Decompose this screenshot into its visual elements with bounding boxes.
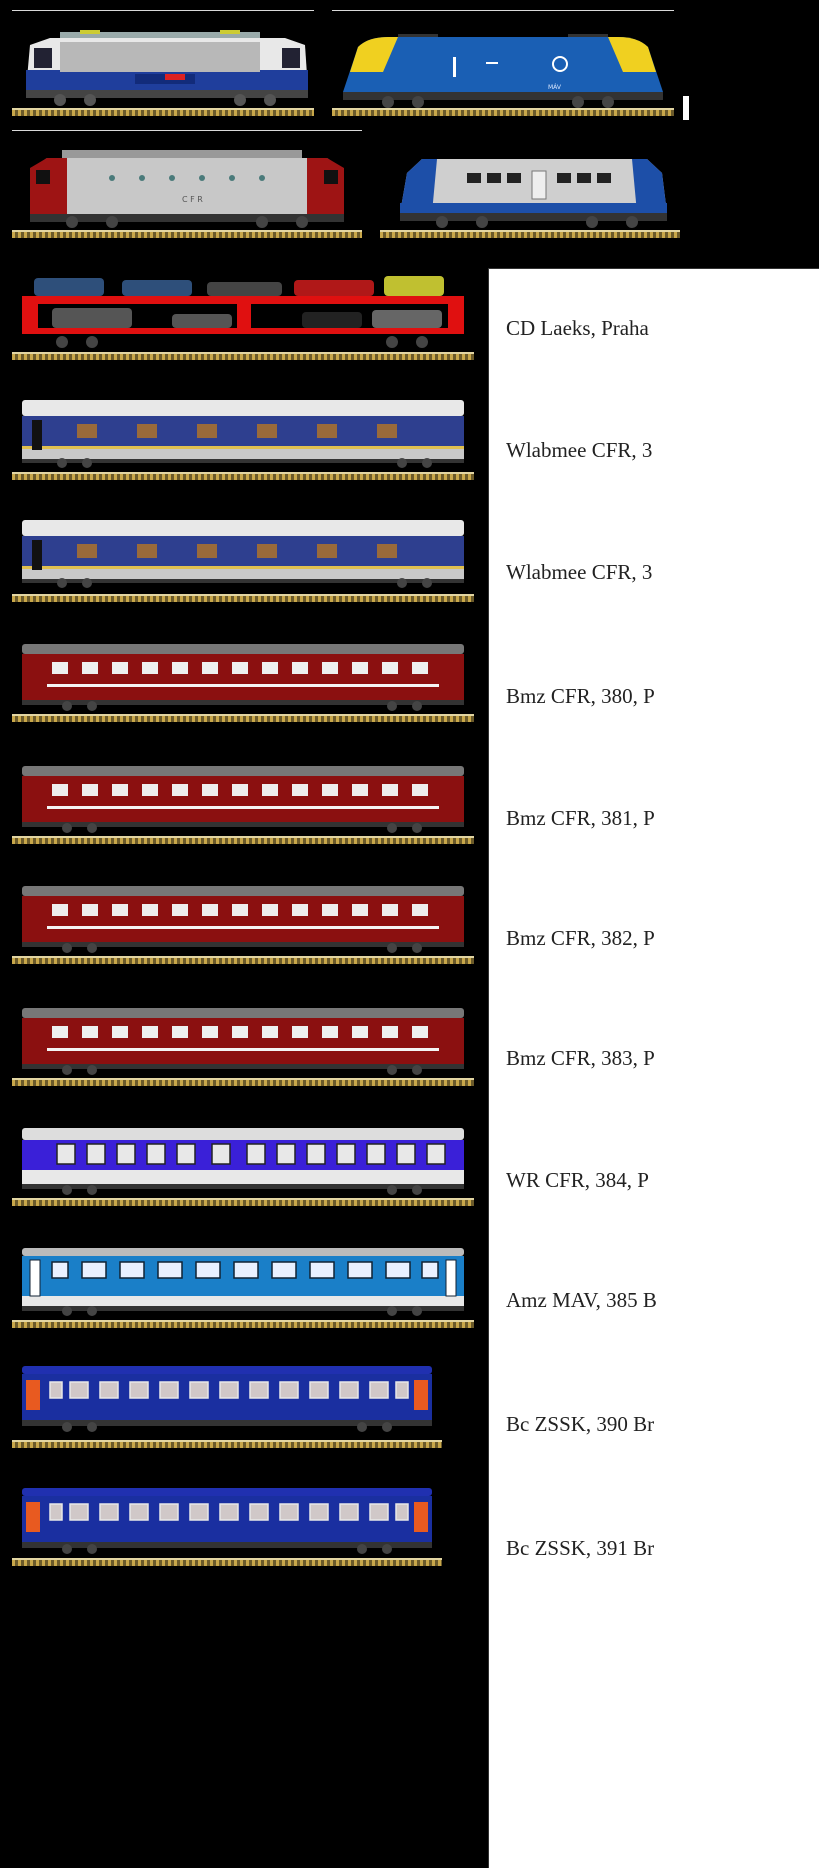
row-label-wlabmee-1: Wlabmee CFR, 3 [506,438,653,462]
row-label-bc-390: Bc ZSSK, 390 Br [506,1412,655,1436]
rail-14 [12,1440,442,1448]
top-line-right [332,10,674,11]
rail-3 [12,230,362,238]
loco-blue-taurus [343,34,663,108]
loco-diesel [400,159,667,228]
bmz-car-383 [22,1008,464,1075]
loco-cfr-red-grey: C F R [30,150,344,228]
rail-15 [12,1558,442,1566]
wlabmee-car-1 [22,400,464,468]
mav-logo: MÁV [548,84,562,91]
side-mark [683,96,689,120]
rail-5 [12,352,474,360]
rail-2 [332,108,674,116]
wr-car-384 [22,1128,464,1195]
rail-9 [12,836,474,844]
mid-line [12,130,362,131]
bmz-car-381 [22,766,464,833]
row-label-wr-384: WR CFR, 384, P [506,1168,649,1192]
bc-zssk-car-391 [22,1488,432,1554]
row-label-wlabmee-2: Wlabmee CFR, 3 [506,560,653,584]
row-label-bmz-382: Bmz CFR, 382, P [506,926,655,950]
rail-10 [12,956,474,964]
row-label-cd-laeks: CD Laeks, Praha [506,316,649,340]
wlabmee-car-2 [22,520,464,588]
amz-car-385 [22,1248,464,1316]
rail-13 [12,1320,474,1328]
row-label-bmz-383: Bmz CFR, 383, P [506,1046,655,1070]
top-line-left [12,10,314,11]
bc-zssk-car-390 [22,1366,432,1432]
rail-8 [12,714,474,722]
rail-11 [12,1078,474,1086]
description-panel [488,268,819,1868]
rail-6 [12,472,474,480]
cfr-mark: C F R [182,195,203,204]
row-label-bc-391: Bc ZSSK, 391 Br [506,1536,655,1560]
row-label-amz-385: Amz MAV, 385 B [506,1288,657,1312]
rail-12 [12,1198,474,1206]
bmz-car-382 [22,886,464,953]
loco-white-blue [26,30,308,106]
rail-1 [12,108,314,116]
bmz-car-380 [22,644,464,711]
car-carrier-wagon [22,276,464,348]
row-label-bmz-380: Bmz CFR, 380, P [506,684,655,708]
rail-4 [380,230,680,238]
row-label-bmz-381: Bmz CFR, 381, P [506,806,655,830]
rail-7 [12,594,474,602]
